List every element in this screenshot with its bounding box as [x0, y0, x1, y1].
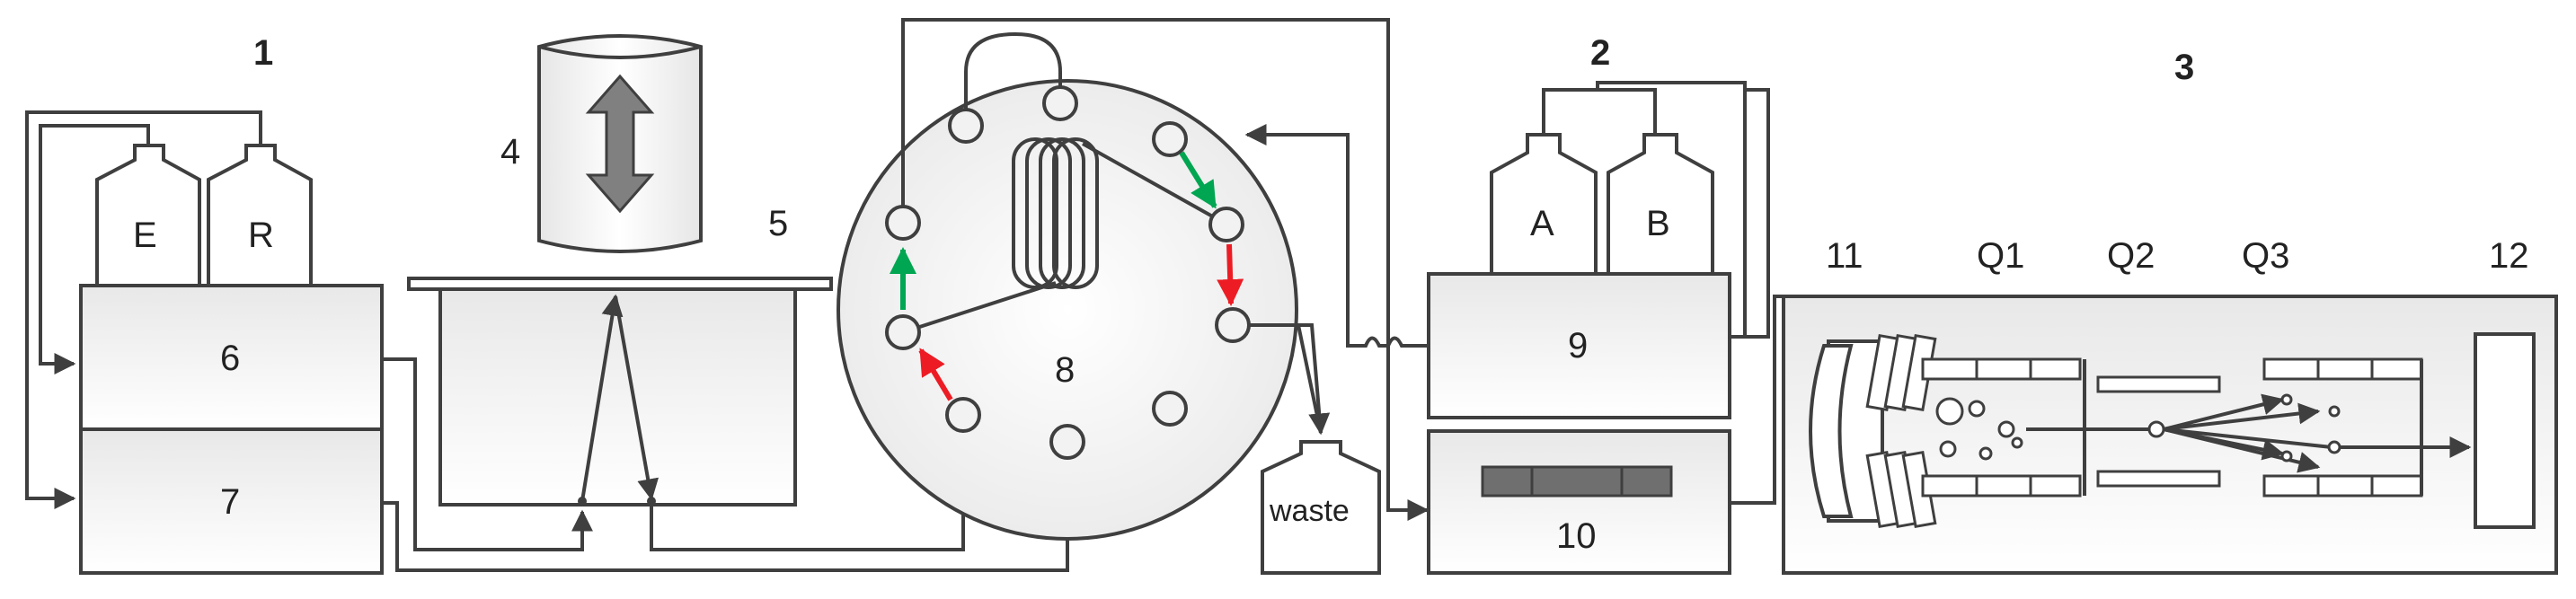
supply-line-r [25, 110, 262, 509]
port-bridge-top [964, 31, 1062, 124]
valve-port-3 [1152, 121, 1188, 157]
pump-9-number: 9 [1568, 326, 1588, 366]
bottle-eluent-label: E [133, 216, 157, 255]
valve-port-6 [1152, 391, 1188, 427]
pump-6-number: 6 [220, 339, 240, 378]
valve-port-5 [1215, 307, 1251, 343]
quadrupole-q3 [2262, 357, 2423, 498]
ion-beam-fragment-4 [2163, 427, 2321, 473]
up-down-arrow-icon [585, 74, 655, 214]
ion-beam-fragment-5 [2163, 427, 2333, 449]
needle-line-out [614, 295, 659, 501]
needle-line-in [580, 294, 624, 502]
supply-line-to-9 [1730, 88, 1770, 339]
autosampler-number-4: 4 [500, 132, 520, 172]
valve-port-7 [1049, 424, 1085, 460]
valve-to-waste-branch [1297, 324, 1323, 434]
section-1-label: 1 [253, 33, 273, 73]
detector-number-12: 12 [2489, 236, 2529, 276]
pump9-to-valve [1244, 124, 1429, 348]
quadrupole-q2-label: Q2 [2107, 236, 2155, 276]
pump-7 [79, 427, 384, 575]
pump-6 [79, 284, 384, 431]
pump-7-number: 7 [220, 482, 240, 522]
valve-port-10 [885, 205, 921, 241]
loop-lead-left [902, 281, 1057, 334]
valve-port-9 [885, 314, 921, 350]
pump-9 [1427, 272, 1731, 419]
hplc-column [1481, 465, 1673, 498]
ion-source-lens [1809, 344, 1854, 518]
bottle-reagent: R [207, 144, 313, 287]
red-arrow-right [1217, 243, 1244, 306]
bottle-solvent-a-label: A [1530, 204, 1554, 243]
valve-port-8 [945, 397, 981, 433]
detector-12 [2474, 332, 2536, 529]
bottle-solvent-a: A [1490, 133, 1598, 276]
bottle-reagent-label: R [248, 216, 274, 255]
sample-tray [438, 287, 797, 507]
supply-line-a-b [1542, 88, 1657, 135]
green-arrow-right [1179, 151, 1217, 209]
needle-junction-right [647, 497, 656, 506]
ion-beam-fragment-2 [2163, 402, 2321, 431]
ion-optics-rings [1865, 333, 1937, 529]
ion-source-number-11: 11 [1826, 236, 1863, 276]
valve-port-2 [1042, 85, 1078, 121]
waste-bottle [1261, 440, 1381, 575]
fragment-ion-q2 [2147, 420, 2165, 438]
column-oven-10 [1427, 429, 1731, 575]
valve-port-1 [948, 108, 984, 144]
waste-label: waste [1269, 494, 1350, 528]
bottle-solvent-b-label: B [1646, 204, 1670, 243]
column-number-10: 10 [1556, 516, 1597, 556]
quadrupole-q2-bottom [2096, 470, 2221, 488]
ion-particles-q1 [1935, 397, 2023, 461]
pump6-to-autosampler [382, 357, 593, 551]
needle-junction-left [578, 497, 587, 506]
quadrupole-q1-label: Q1 [1977, 236, 2024, 276]
autosampler-number-5: 5 [768, 204, 788, 243]
ion-particles-q3 [2280, 393, 2341, 462]
section-2-label: 2 [1590, 33, 1610, 73]
loop-lead-right [1082, 142, 1225, 225]
bottle-solvent-b: B [1607, 133, 1714, 276]
valve-number-8: 8 [1055, 350, 1075, 390]
valve-to-column-line [901, 18, 1430, 521]
supply-line-e [39, 124, 150, 374]
quadrupole-q3-label: Q3 [2242, 236, 2289, 276]
red-arrow-left [918, 348, 953, 401]
ion-beam-fragment-1 [2163, 393, 2285, 431]
sample-loop-coil [1012, 137, 1099, 289]
valve-to-waste-line [1249, 323, 1331, 436]
valve-port-4 [1208, 207, 1244, 242]
section-3-label: 3 [2174, 48, 2194, 87]
quadrupole-q1 [1921, 357, 2082, 498]
bottle-eluent: E [95, 144, 201, 287]
autosampler-needle-drive [537, 34, 703, 253]
quadrupole-q2-top [2096, 375, 2221, 393]
